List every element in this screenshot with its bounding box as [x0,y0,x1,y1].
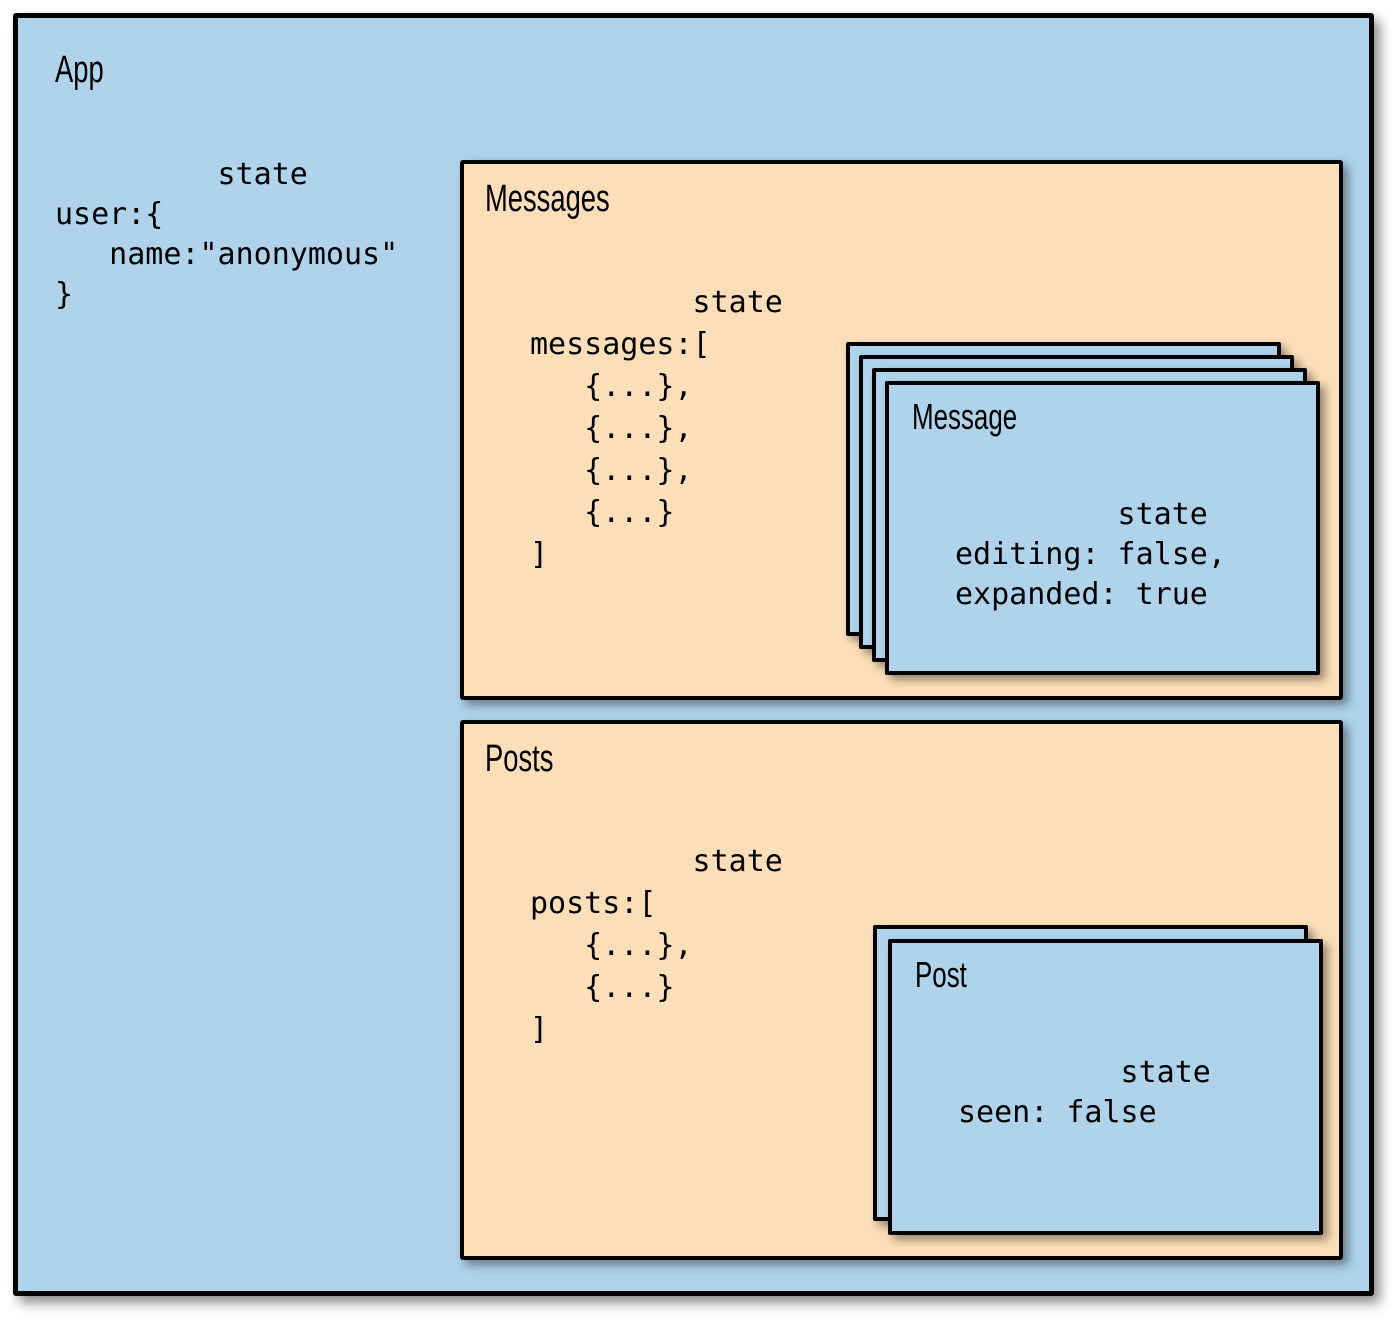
post-card-title: Post [915,954,967,995]
posts-component-box: Posts state posts:[ {...}, {...} ] Post … [460,720,1343,1260]
messages-component-box: Messages state messages:[ {...}, {...}, … [460,160,1343,700]
post-card: Post state seen: false [888,939,1323,1235]
app-state-code: state user:{ name:"anonymous" } [55,157,399,312]
message-card-title: Message [912,396,1018,437]
messages-title: Messages [485,178,610,220]
app-title: App [55,49,104,91]
posts-state-code: state posts:[ {...}, {...} ] [530,844,783,1047]
message-card-state-code: state editing: false, expanded: true [955,497,1226,612]
post-card-state-code: state seen: false [958,1055,1211,1130]
posts-title: Posts [485,738,554,780]
message-card: Message state editing: false, expanded: … [885,381,1320,675]
app-component-box: App state user:{ name:"anonymous" } Mess… [13,13,1374,1296]
messages-state-code: state messages:[ {...}, {...}, {...}, {.… [530,285,783,572]
